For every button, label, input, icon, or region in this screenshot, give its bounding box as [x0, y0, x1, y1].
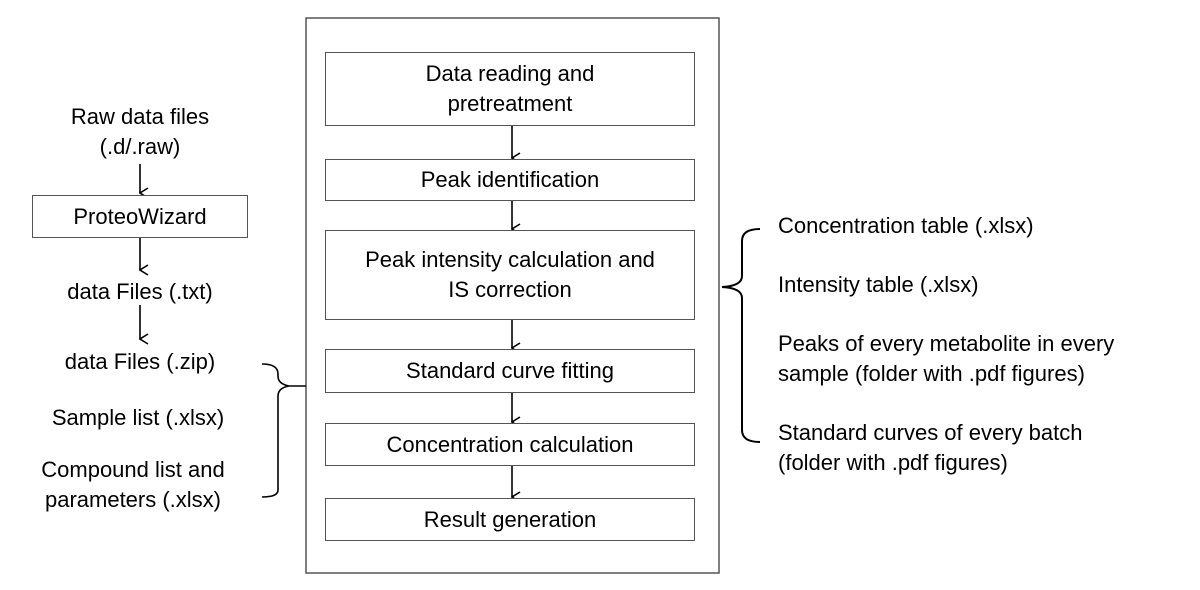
output-intensity-table: Intensity table (.xlsx)	[778, 272, 979, 297]
data-files-txt-label: data Files (.txt)	[67, 279, 213, 304]
output-concentration-table: Concentration table (.xlsx)	[778, 213, 1034, 238]
output-brace	[721, 228, 761, 443]
step-concentration: Concentration calculation	[325, 423, 695, 466]
step-result-generation: Result generation	[325, 498, 695, 541]
step-standard-curve: Standard curve fitting	[325, 349, 695, 393]
output-peaks: Peaks of every metabolite in every sampl…	[778, 331, 1115, 386]
data-files-zip-label: data Files (.zip)	[64, 349, 216, 374]
proteowizard-label: ProteoWizard	[73, 203, 207, 229]
raw-data-files-label: Raw data files (.d/.raw)	[70, 104, 210, 159]
step-peak-identification: Peak identification	[325, 159, 695, 201]
proteowizard-box: ProteoWizard	[32, 195, 248, 238]
compound-list-label: Compound list and parameters (.xlsx)	[41, 457, 225, 512]
step-peak-intensity: Peak intensity calculation and IS correc…	[325, 230, 695, 320]
output-standard-curves: Standard curves of every batch (folder w…	[778, 420, 1083, 475]
input-bracket	[261, 363, 306, 498]
sample-list-label: Sample list (.xlsx)	[51, 405, 225, 430]
step-data-reading: Data reading and pretreatment	[325, 52, 695, 126]
